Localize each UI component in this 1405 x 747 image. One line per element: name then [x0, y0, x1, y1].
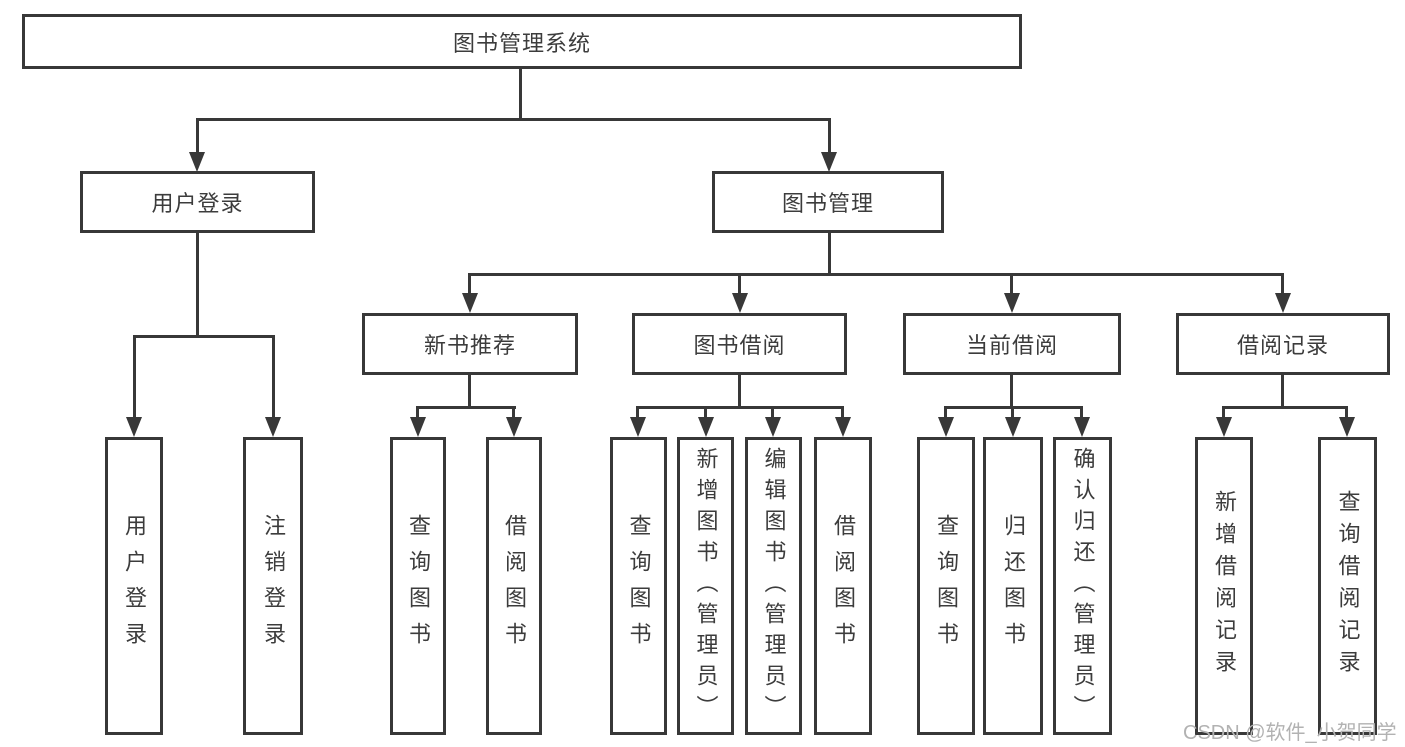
leaf-logout-label: 注销登录 — [261, 514, 286, 658]
node-new-book-recommend-label: 新书推荐 — [423, 333, 516, 358]
node-book-management-label: 图书管理 — [781, 191, 874, 216]
leaf-borrow-edit-books-admin-label: 编辑图书（管理员） — [761, 446, 787, 726]
connector-arrow-cb-confirm-head — [1074, 417, 1090, 437]
node-new-book-recommend: 新书推荐 — [362, 313, 578, 375]
connector-arrow-borrow-line — [738, 273, 741, 297]
leaf-records-query-record-label: 查询借阅记录 — [1335, 490, 1361, 682]
node-book-borrow: 图书借阅 — [632, 313, 847, 375]
connector-arrow-br-query-head — [1339, 417, 1355, 437]
leaf-borrow-add-books-admin-label: 新增图书（管理员） — [693, 446, 719, 726]
leaf-newbooks-borrow-books-label: 借阅图书 — [502, 514, 527, 658]
connector-root-stem — [519, 69, 522, 119]
connector-arrow-book-mgmt-line — [828, 118, 831, 156]
connector-arrow-cb-confirm-line — [1080, 406, 1083, 419]
leaf-borrow-add-books-admin: 新增图书（管理员） — [677, 437, 734, 735]
node-current-borrow-label: 当前借阅 — [965, 333, 1058, 358]
connector-arrow-book-mgmt-head — [821, 152, 837, 172]
leaf-current-return-books: 归还图书 — [983, 437, 1043, 735]
connector-arrow-cb-query-head — [938, 417, 954, 437]
leaf-newbooks-query-books-label: 查询图书 — [406, 514, 431, 658]
connector-arrow-bb-query-line — [636, 406, 639, 419]
leaf-newbooks-borrow-books: 借阅图书 — [486, 437, 542, 735]
leaf-borrow-edit-books-admin: 编辑图书（管理员） — [745, 437, 802, 735]
connector-book-mgmt-stem — [828, 233, 831, 275]
connector-arrow-leaf-logout-head — [265, 417, 281, 437]
connector-arrow-bb-add-line — [704, 406, 707, 419]
connector-current-split — [945, 406, 1083, 409]
leaf-records-add-record: 新增借阅记录 — [1195, 437, 1253, 735]
leaf-borrow-query-books-label: 查询图书 — [626, 514, 652, 658]
node-current-borrow: 当前借阅 — [903, 313, 1121, 375]
connector-arrow-bb-borrow-head — [835, 417, 851, 437]
node-library-system-label: 图书管理系统 — [452, 30, 591, 56]
leaf-newbooks-query-books: 查询图书 — [390, 437, 446, 735]
connector-arrow-bb-query-head — [630, 417, 646, 437]
connector-root-split — [196, 118, 830, 121]
connector-arrow-br-query-line — [1345, 406, 1348, 419]
connector-arrow-leaf-logout-line — [272, 335, 275, 419]
connector-arrow-bb-borrow-line — [841, 406, 844, 419]
csdn-watermark: CSDN @软件_小贺同学 — [1183, 722, 1397, 744]
connector-user-login-split — [133, 335, 275, 338]
node-user-login: 用户登录 — [80, 171, 315, 233]
leaf-user-login: 用户登录 — [105, 437, 163, 735]
leaf-current-confirm-return-admin: 确认归还（管理员） — [1053, 437, 1112, 735]
leaf-records-query-record: 查询借阅记录 — [1318, 437, 1377, 735]
connector-arrow-nb-query-line — [416, 406, 419, 419]
node-book-borrow-label: 图书借阅 — [693, 333, 786, 358]
leaf-records-add-record-label: 新增借阅记录 — [1212, 490, 1237, 682]
leaf-logout: 注销登录 — [243, 437, 303, 735]
leaf-user-login-label: 用户登录 — [122, 514, 147, 658]
connector-arrow-cb-query-line — [944, 406, 947, 419]
leaf-borrow-borrow-books-label: 借阅图书 — [831, 514, 856, 658]
connector-user-login-stem — [196, 233, 199, 337]
leaf-current-query-books: 查询图书 — [917, 437, 975, 735]
connector-new-books-split — [417, 406, 516, 409]
connector-records-stem — [1281, 375, 1284, 408]
connector-arrow-br-add-line — [1222, 406, 1225, 419]
connector-borrow-stem — [738, 375, 741, 408]
connector-arrow-bb-edit-line — [771, 406, 774, 419]
connector-arrow-user-login-line — [196, 118, 199, 156]
connector-arrow-br-add-head — [1216, 417, 1232, 437]
connector-arrow-records-line — [1281, 273, 1284, 297]
connector-arrow-cb-return-line — [1011, 406, 1014, 419]
connector-arrow-leaf-login-line — [133, 335, 136, 419]
connector-new-books-stem — [468, 375, 471, 408]
connector-arrow-new-books-line — [468, 273, 471, 297]
connector-records-split — [1223, 406, 1348, 409]
connector-arrow-current-line — [1010, 273, 1013, 297]
leaf-current-return-books-label: 归还图书 — [1001, 514, 1026, 658]
connector-arrow-nb-borrow-head — [506, 417, 522, 437]
connector-book-mgmt-split — [468, 273, 1284, 276]
connector-arrow-user-login-head — [189, 152, 205, 172]
node-borrow-records: 借阅记录 — [1176, 313, 1390, 375]
leaf-borrow-query-books: 查询图书 — [610, 437, 667, 735]
connector-arrow-cb-return-head — [1005, 417, 1021, 437]
connector-arrow-bb-add-head — [698, 417, 714, 437]
node-book-management: 图书管理 — [712, 171, 944, 233]
connector-arrow-leaf-login-head — [126, 417, 142, 437]
connector-arrow-new-books-head — [462, 293, 478, 313]
connector-borrow-split — [637, 406, 844, 409]
leaf-current-query-books-label: 查询图书 — [934, 514, 959, 658]
leaf-current-confirm-return-admin-label: 确认归还（管理员） — [1070, 446, 1096, 726]
connector-arrow-bb-edit-head — [765, 417, 781, 437]
node-borrow-records-label: 借阅记录 — [1236, 333, 1329, 358]
leaf-borrow-borrow-books: 借阅图书 — [814, 437, 872, 735]
connector-arrow-current-head — [1004, 293, 1020, 313]
node-library-system: 图书管理系统 — [22, 14, 1022, 69]
connector-arrow-records-head — [1275, 293, 1291, 313]
connector-arrow-nb-query-head — [410, 417, 426, 437]
connector-arrow-borrow-head — [732, 293, 748, 313]
connector-current-stem — [1010, 375, 1013, 408]
connector-arrow-nb-borrow-line — [512, 406, 515, 419]
node-user-login-label: 用户登录 — [151, 191, 244, 216]
